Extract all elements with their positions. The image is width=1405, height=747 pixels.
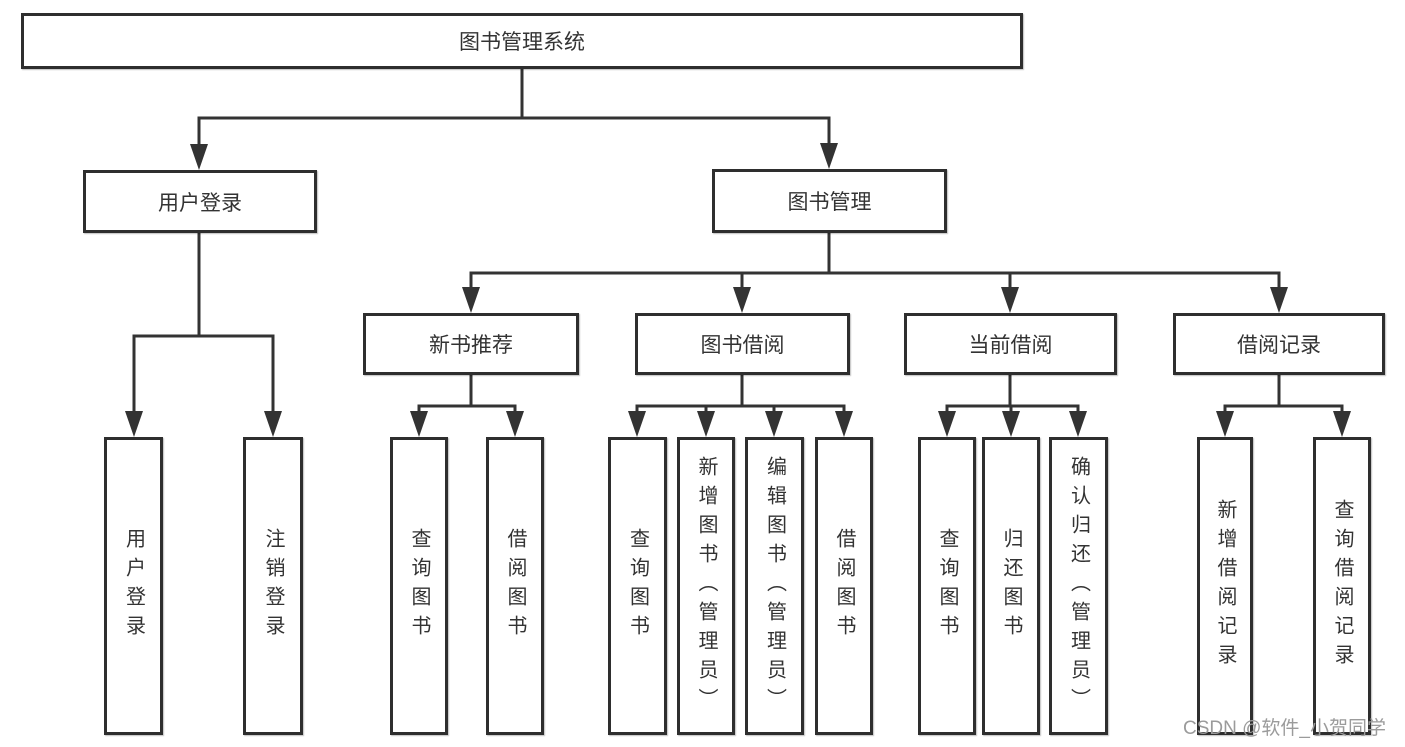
node-new-book-recommendation: 新书推荐: [363, 313, 579, 375]
leaf-user-login: 用户登录: [104, 437, 163, 735]
node-user-login-branch: 用户登录: [83, 170, 317, 233]
leaf-confirm-return-admin: 确认归还（管理员）: [1049, 437, 1108, 735]
leaf-edit-books-admin: 编辑图书（管理员）: [745, 437, 804, 735]
leaf-borrow-books-recommend: 借阅图书: [486, 437, 544, 735]
node-book-management: 图书管理: [712, 169, 947, 233]
leaf-query-books-borrowing: 查询图书: [608, 437, 667, 735]
leaf-borrow-books-borrowing: 借阅图书: [815, 437, 873, 735]
node-current-borrowing: 当前借阅: [904, 313, 1117, 375]
leaf-logout: 注销登录: [243, 437, 303, 735]
leaf-return-books: 归还图书: [982, 437, 1040, 735]
node-library-management-system: 图书管理系统: [21, 13, 1023, 69]
leaf-query-books-recommend: 查询图书: [390, 437, 448, 735]
csdn-watermark: CSDN @软件_小贺同学: [1183, 718, 1386, 739]
node-borrowing-records: 借阅记录: [1173, 313, 1385, 375]
leaf-add-borrow-record: 新增借阅记录: [1197, 437, 1253, 735]
node-book-borrowing: 图书借阅: [635, 313, 850, 375]
leaf-query-books-current: 查询图书: [918, 437, 976, 735]
leaf-query-borrow-record: 查询借阅记录: [1313, 437, 1371, 735]
leaf-add-books-admin: 新增图书（管理员）: [677, 437, 735, 735]
